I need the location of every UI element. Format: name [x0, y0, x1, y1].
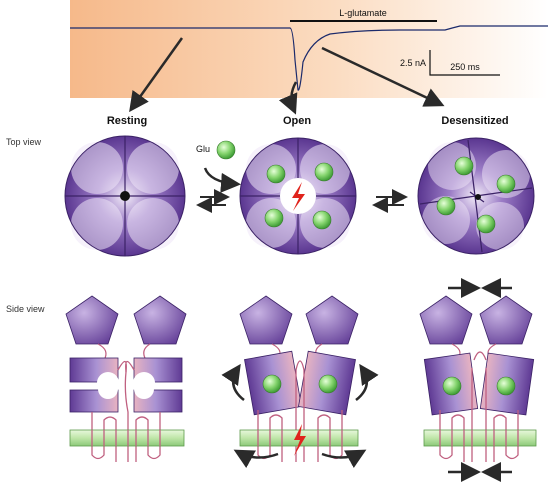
conformational-arrow-icon — [355, 363, 379, 401]
closed-pore — [475, 194, 481, 200]
arrow-to-desensitized — [321, 46, 445, 107]
cell-membrane — [423, 429, 537, 447]
bound-glutamate — [312, 210, 332, 230]
bound-glutamate — [496, 376, 516, 396]
bound-glutamate — [496, 174, 516, 194]
conformational-arrow-icon — [221, 363, 245, 401]
side-view-open — [221, 295, 379, 469]
row-label-side-view: Side view — [6, 304, 45, 314]
ion-flux-bolt-icon — [292, 182, 305, 211]
conformational-arrow-icon — [233, 449, 279, 469]
bound-glutamate — [454, 156, 474, 176]
state-label-open: Open — [283, 115, 311, 127]
arrow-to-resting — [129, 37, 184, 113]
amino-terminal-domain — [239, 295, 293, 345]
scale-current-label: 2.5 nA — [400, 58, 426, 68]
bound-glutamate — [476, 214, 496, 234]
state-label-desensitized: Desensitized — [441, 115, 508, 127]
trace-background — [70, 0, 548, 98]
equilibrium-arrows-icon — [196, 189, 230, 213]
bound-glutamate — [436, 196, 456, 216]
bound-glutamate — [262, 374, 282, 394]
bound-glutamate — [314, 162, 334, 182]
arrow-to-open — [278, 81, 298, 115]
side-view-resting — [65, 295, 187, 462]
bound-glutamate — [266, 164, 286, 184]
amino-terminal-domain — [419, 295, 473, 345]
bound-glutamate — [318, 374, 338, 394]
free-glutamate-ball — [216, 140, 236, 160]
scale-bar — [429, 50, 500, 76]
ligand-label: Glu — [196, 144, 210, 154]
amino-terminal-domain — [133, 295, 187, 345]
top-view-open — [239, 137, 357, 255]
ligand-binding-arrow — [203, 167, 241, 193]
side-view-desensitized — [419, 278, 537, 482]
amino-terminal-domain — [479, 295, 533, 345]
state-label-resting: Resting — [107, 115, 147, 127]
bound-glutamate — [264, 208, 284, 228]
scale-time-label: 250 ms — [450, 62, 480, 72]
row-label-top-view: Top view — [6, 137, 42, 147]
equilibrium-arrows-icon — [372, 189, 408, 213]
conformational-arrow-icon — [321, 449, 367, 469]
current-trace-line — [70, 25, 548, 91]
ion-flux-bolt-icon — [294, 424, 306, 456]
cell-membrane — [69, 429, 185, 447]
amino-terminal-domain — [305, 295, 359, 345]
bound-glutamate — [442, 376, 462, 396]
amino-terminal-domain — [65, 295, 119, 345]
agonist-label: L-glutamate — [339, 8, 387, 18]
current-trace-panel: L-glutamate 2.5 nA 250 ms — [70, 0, 548, 115]
top-view-resting — [64, 135, 186, 257]
closed-pore — [120, 191, 130, 201]
top-view-desensitized — [417, 137, 535, 255]
